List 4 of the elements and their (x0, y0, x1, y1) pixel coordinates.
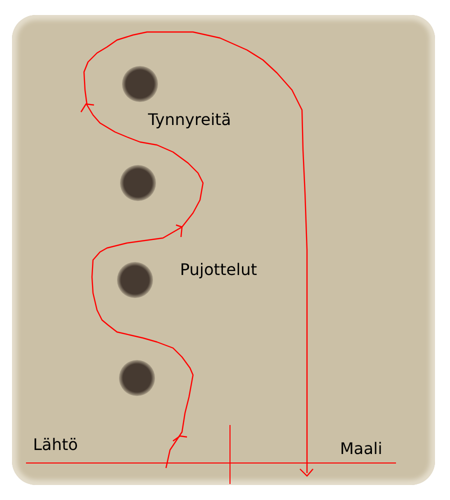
start-label: Lähtö (33, 437, 78, 453)
area-label: Tynnyreitä (148, 112, 232, 128)
finish-label: Maali (340, 441, 382, 457)
area-label: Pujottelut (180, 262, 257, 278)
